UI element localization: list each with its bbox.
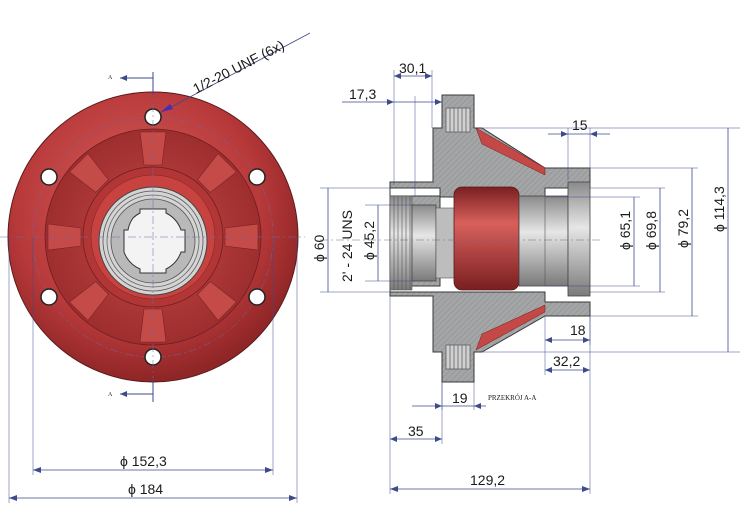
section-inner-bearing xyxy=(411,204,437,282)
dim-17-label: 17,3 xyxy=(349,86,376,102)
dim-452-label: ϕ 45,2 xyxy=(361,221,377,260)
bolt-hole-3 xyxy=(248,288,266,306)
dim-19-arrow-r xyxy=(474,403,481,409)
bolt-hole-2 xyxy=(248,168,266,186)
bolt-hole-6 xyxy=(40,168,58,186)
dim-18-label: 18 xyxy=(570,322,586,338)
dim-19-arrow-l xyxy=(435,403,442,409)
dim-19-label: 19 xyxy=(452,390,468,406)
bolt-holes xyxy=(40,108,266,366)
section-bolt-threads-top xyxy=(445,107,471,133)
bolt-hole-5 xyxy=(40,288,58,306)
dim-60-label: ϕ 60 xyxy=(311,234,327,262)
dim-30-arrow-r xyxy=(425,73,432,79)
section-marker-top-arrowhead xyxy=(120,75,127,81)
dim-322-arrow-r xyxy=(583,367,590,373)
dim-152-label: ϕ 152,3 xyxy=(120,453,167,469)
central-bore xyxy=(123,208,186,274)
dim-1292-label: 129,2 xyxy=(470,472,505,488)
dim-1292-arrow-r xyxy=(582,486,590,492)
section-outer-race xyxy=(567,181,591,297)
dim-184-label: ϕ 184 xyxy=(128,481,163,497)
dim-322-arrow-l xyxy=(545,367,552,373)
dim-15-label: 15 xyxy=(572,117,588,133)
dim-35-arrow-r xyxy=(435,436,442,442)
section-marker-top-label: A xyxy=(108,75,113,81)
dim-15-arrow-r xyxy=(590,131,597,137)
dim-651-label: ϕ 65,1 xyxy=(617,211,633,250)
dim-152-arrow-l xyxy=(33,467,41,473)
dim-1292-arrow-l xyxy=(390,486,398,492)
dim-30-label: 30,1 xyxy=(399,60,426,76)
section-caption: PRZEKRÓJ A-A xyxy=(488,394,536,402)
section-marker-bottom-label: A xyxy=(108,392,113,398)
section-web-upper xyxy=(475,127,546,176)
dim-322-label: 32,2 xyxy=(553,353,580,369)
dim-792-label: ϕ 79,2 xyxy=(675,209,691,248)
thread-leader-line xyxy=(159,32,311,114)
section-bolt-threads-bottom xyxy=(445,344,471,370)
dim-184-arrow-r xyxy=(289,495,297,501)
dim-18-arrow-l xyxy=(545,337,552,343)
dim-184-arrow-l xyxy=(9,495,17,501)
dim-17-arrow-r xyxy=(435,99,442,105)
dim-698-label: ϕ 69,8 xyxy=(643,211,659,250)
dim-2-24-uns-label: 2' - 24 UNS xyxy=(339,210,355,282)
section-web-lower xyxy=(475,304,546,351)
dim-35-arrow-l xyxy=(390,436,397,442)
dim-18-arrow-r xyxy=(583,337,590,343)
dim-17-arrow-l xyxy=(387,99,394,105)
thread-spec-label: 1/2-20 UNF (6x) xyxy=(190,37,287,97)
flange-ribs xyxy=(47,131,259,343)
dim-15-arrow-l xyxy=(561,131,568,137)
section-threaded-nose xyxy=(389,195,413,291)
dim-1143-label: ϕ 114,3 xyxy=(711,186,727,232)
dim-30-arrow-l xyxy=(394,73,401,79)
dim-152-arrow-r xyxy=(265,467,273,473)
hub-front-view: A A 1/2-20 UNF (6x) ϕ 152,3 ϕ 184 xyxy=(0,32,311,503)
section-bore xyxy=(435,207,457,279)
section-marker-bottom-arrowhead xyxy=(120,391,127,397)
dim-35-label: 35 xyxy=(408,423,424,439)
thread-leader-arrowhead xyxy=(161,104,173,112)
section-cavity xyxy=(453,186,520,291)
hub-section-view: 30,1 17,3 15 ϕ 65,1 ϕ 69,8 ϕ 79,2 ϕ 114,… xyxy=(311,60,740,494)
